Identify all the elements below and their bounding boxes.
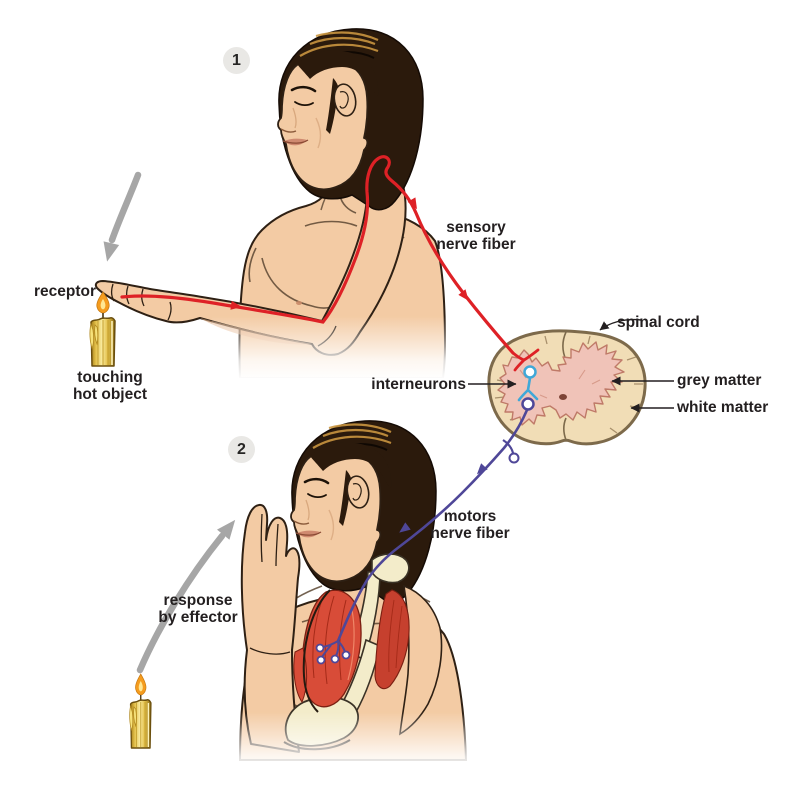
motor-direction-arrow-icon <box>399 522 411 533</box>
touching-label-line2: hot object <box>72 386 148 403</box>
motor-nerve-fiber-label: motors nerve fiber <box>408 508 532 542</box>
motor-label-line2: nerve fiber <box>430 525 510 542</box>
central-canal <box>559 394 567 400</box>
candle-icon <box>89 291 116 367</box>
sensory-label-line1: sensory <box>446 219 506 236</box>
white-matter-label: white matter <box>677 399 769 416</box>
collateral-synapse-knob <box>508 452 520 464</box>
step1-badge: 1 <box>223 47 250 74</box>
man1-extended-arm <box>94 156 407 356</box>
hand-withdrawal-arrow-icon <box>136 532 226 674</box>
sensory-nerve-fiber-label: sensory nerve fiber <box>414 219 538 253</box>
sensory-direction-arrow-icon <box>230 300 242 310</box>
sensory-direction-arrow-icon <box>407 197 417 210</box>
man2-raised-hand <box>240 503 301 753</box>
sensory-direction-arrow-icon <box>458 289 469 301</box>
sensory-nerve-path <box>120 155 515 355</box>
interneuron-path <box>517 376 539 402</box>
motor-end-plates <box>315 640 351 665</box>
spinal-cord-section <box>487 329 647 446</box>
hand-lowering-arrow-icon <box>108 171 142 244</box>
motor-nerve-path <box>336 408 529 643</box>
spinal-cord-pointer <box>599 318 642 331</box>
interneuron-synapse-knob <box>523 365 537 379</box>
motor-direction-arrow-icon <box>476 463 488 475</box>
response-label-line1: response <box>163 592 233 609</box>
touching-hot-object-label: touching hot object <box>48 369 172 403</box>
sensory-label-line2: nerve fiber <box>436 236 516 253</box>
leader-lines <box>468 318 674 413</box>
response-label-line2: by effector <box>158 609 238 626</box>
motion-arrows <box>103 171 236 674</box>
man2-figure <box>238 419 468 761</box>
receptor-label: receptor <box>33 283 96 300</box>
nerve-pathways <box>120 155 540 665</box>
motor-collateral-branch <box>502 439 515 454</box>
motor-label-line1: motors <box>443 508 497 525</box>
motor-neuron-cell-body <box>521 397 535 411</box>
interneurons-label: interneurons <box>371 376 466 393</box>
grey-matter-label: grey matter <box>677 372 762 389</box>
sensory-fiber-fork <box>511 348 540 372</box>
candle-icon <box>128 673 152 749</box>
touching-label-line1: touching <box>77 369 143 386</box>
man1-head <box>276 27 425 212</box>
step2-badge: 2 <box>228 436 255 463</box>
response-by-effector-label: response by effector <box>136 592 260 626</box>
spinal-cord-label: spinal cord <box>617 314 700 331</box>
